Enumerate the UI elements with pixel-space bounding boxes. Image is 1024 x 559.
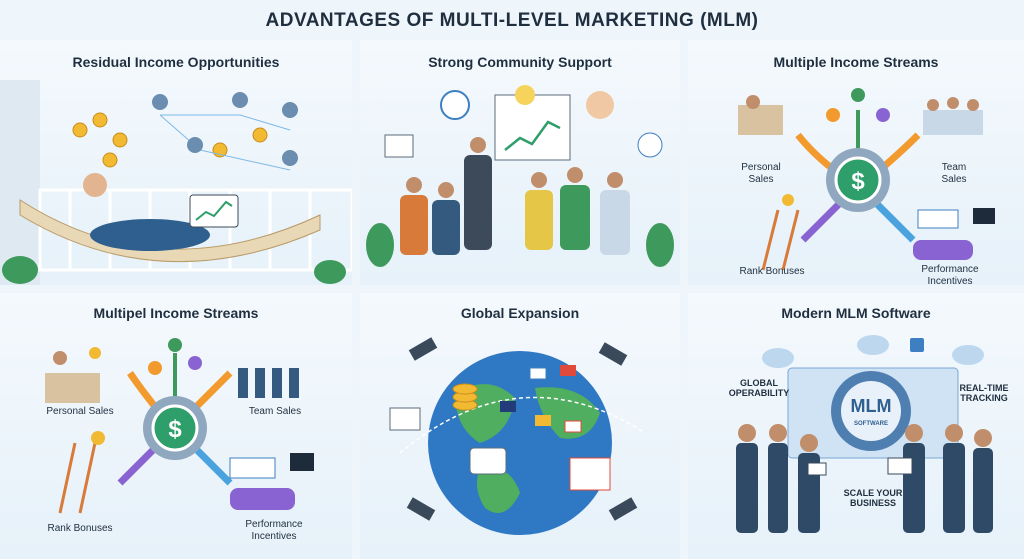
label-performance-incentives: Performance Incentives: [921, 264, 979, 285]
label-personal-sales: Personal Sales: [46, 406, 114, 417]
arrow-purple: [800, 197, 846, 243]
panel-title: Strong Community Support: [428, 54, 612, 70]
laptop-icon: [189, 194, 239, 228]
business-people: [736, 443, 993, 533]
gear-inner: [841, 381, 901, 441]
house-wall: [0, 80, 40, 285]
personal-sales-figure: [45, 347, 101, 403]
global-expansion-illustration: [389, 337, 646, 535]
arrow-blue: [870, 197, 916, 243]
income-streams-illustration: $: [738, 88, 995, 271]
income-streams-illustration: $: [45, 338, 314, 514]
handshake-icon: [586, 91, 614, 119]
label-personal-sales: Personal Sales: [741, 162, 781, 185]
panel-community-support: Strong Community Support: [360, 40, 680, 285]
panel-title: Multipel Income Streams: [93, 305, 259, 321]
panel-title: Global Expansion: [460, 305, 580, 321]
fruit-icons: [826, 88, 890, 122]
cloud-icons: [762, 335, 984, 368]
residual-income-illustration: [0, 80, 352, 285]
panel-multiple-income-bottom: Multipel Income Streams $ Personal Sales…: [0, 293, 352, 559]
ticket-icon: [917, 209, 959, 229]
continent: [535, 387, 600, 439]
panel-title: Modern MLM Software: [781, 305, 931, 321]
team-sales-figures: [923, 97, 983, 135]
gear-label: MLM: [851, 396, 892, 416]
dollar-coin-icon: [151, 404, 199, 452]
tablet-icon: [807, 462, 827, 476]
shop-icon: [569, 457, 611, 491]
flag-icon: [973, 208, 995, 224]
label-team-sales: Team Sales: [248, 406, 302, 417]
person-head: [83, 173, 107, 197]
panel-mlm-software: Modern MLM Software MLM SOFTWARE GLOBAL …: [688, 293, 1024, 559]
plant-icon: [366, 223, 674, 267]
ticket-icon: [229, 457, 276, 479]
dollar-coin-icon: [834, 156, 882, 204]
lock-icon: [910, 338, 924, 352]
community-illustration: [366, 85, 674, 267]
chart-card-icon: [389, 407, 421, 431]
panel-residual-income: Residual Income Opportunities: [0, 40, 352, 285]
railing: [38, 188, 352, 272]
trophy-icon: [91, 431, 105, 445]
pie-chart-icon: [637, 132, 663, 158]
label-performance-incentives: Performance Incentives: [245, 519, 303, 542]
panel-global-expansion: Global Expansion: [360, 293, 680, 559]
label-team-sales: Team Sales: [941, 162, 967, 185]
flag-icons: [500, 365, 582, 433]
gear-sublabel: SOFTWARE: [854, 421, 888, 427]
panel-multiple-income-top: Multiple Income Streams $ Personal Sales…: [688, 40, 1024, 285]
label-global-operability: GLOBAL OPERABILITY: [728, 378, 790, 399]
mlm-software-illustration: MLM SOFTWARE: [736, 335, 993, 533]
label-scale-your-business: SCALE YOUR BUSINESS: [843, 488, 903, 509]
chat-bubble-icon: [469, 447, 507, 475]
car-icon: [913, 240, 973, 260]
fruit-icons: [148, 338, 202, 375]
satellite-icon: [406, 337, 638, 521]
dollar-symbol: $: [851, 168, 865, 195]
flag-icon: [290, 453, 314, 471]
compass-icon: [440, 90, 470, 120]
coin-stack-icon: [452, 383, 478, 411]
meeting-group: [400, 155, 630, 255]
ladder-icon: [761, 209, 800, 271]
panel-title: Residual Income Opportunities: [72, 54, 280, 70]
laptop-icon: [887, 457, 913, 475]
label-real-time-tracking: REAL-TIME TRACKING: [959, 383, 1009, 404]
label-rank-bonuses: Rank Bonuses: [47, 523, 113, 534]
personal-sales-figure: [738, 95, 783, 135]
remote-workers: [152, 92, 298, 166]
network-lines: [159, 114, 291, 171]
ladder-icon: [58, 442, 97, 514]
trophy-icon: [782, 194, 794, 206]
continent: [476, 467, 520, 513]
plant-icon: [2, 256, 346, 284]
team-sales-figures: [238, 368, 299, 398]
panel-title: Multiple Income Streams: [773, 54, 939, 70]
main-title: ADVANTAGES OF MULTI-LEVEL MARKETING (MLM…: [265, 10, 759, 31]
lightbulb-icon: [515, 85, 535, 105]
chart-card-icon: [384, 134, 414, 158]
car-icon: [230, 488, 295, 510]
person-in-hammock: [90, 219, 210, 251]
dollar-symbol: $: [168, 416, 182, 443]
label-rank-bonuses: Rank Bonuses: [739, 266, 805, 277]
orbit-line: [399, 396, 646, 454]
globe: [428, 351, 612, 535]
